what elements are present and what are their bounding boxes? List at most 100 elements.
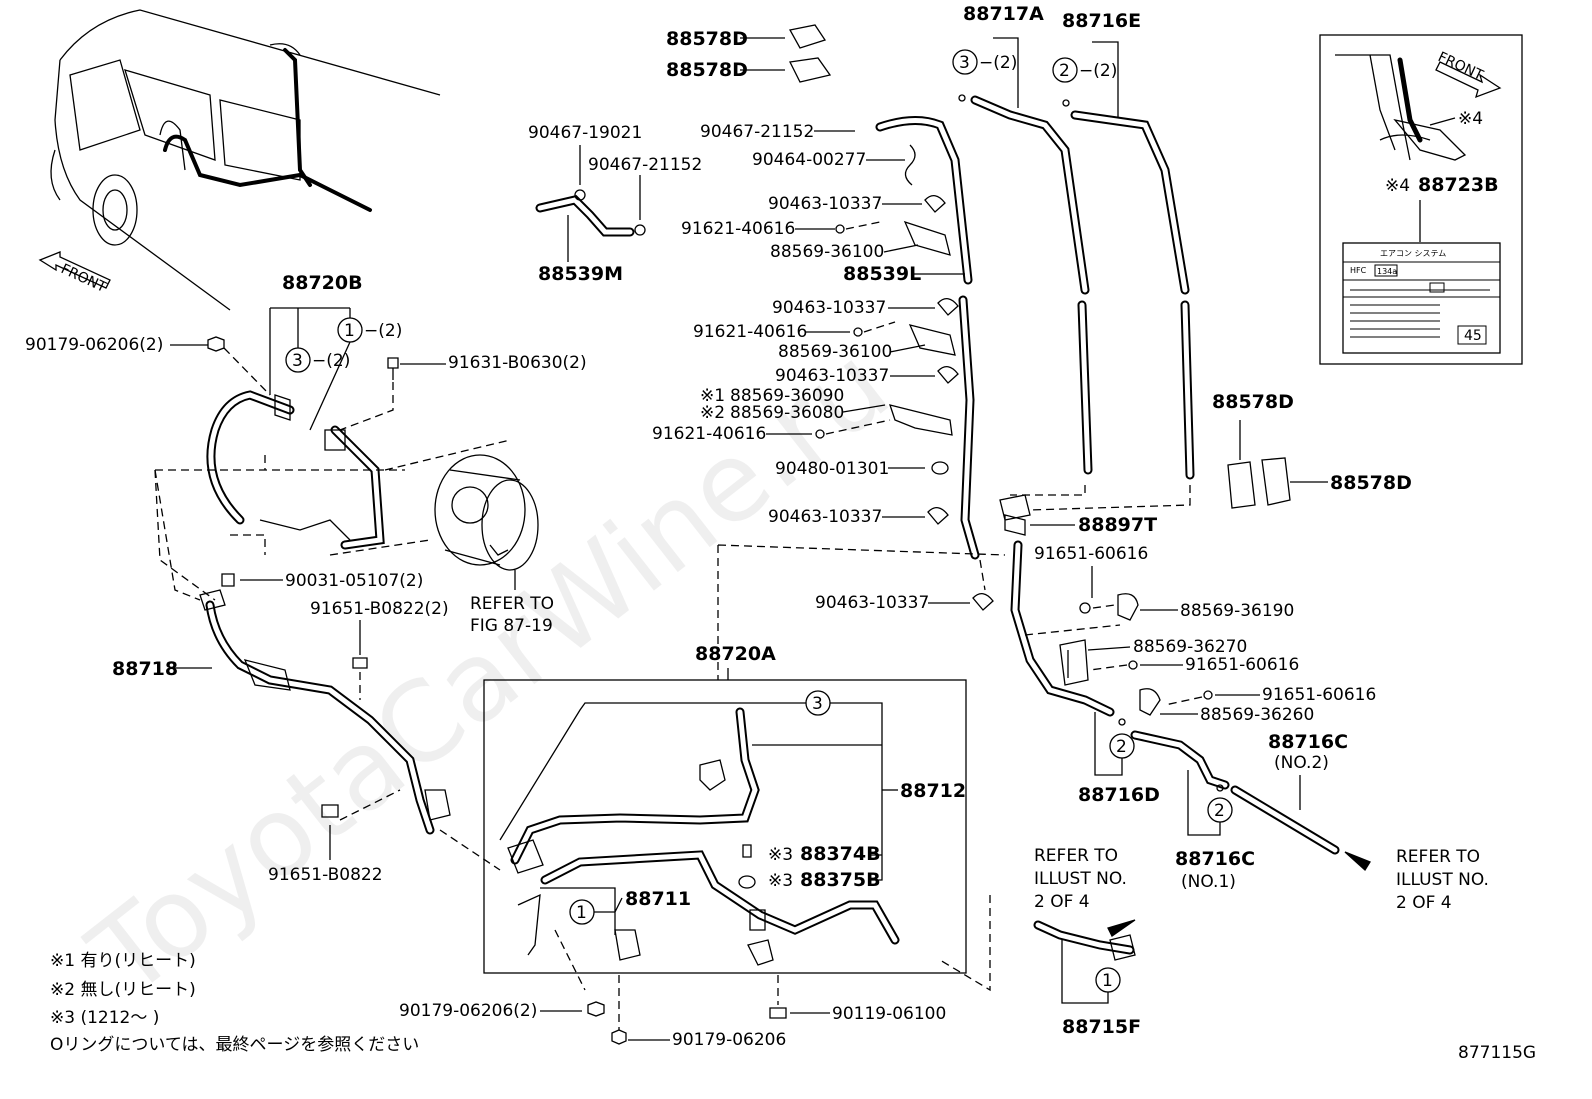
label-88578D-3: 88578D: [1212, 391, 1294, 413]
label-88716C-no1: 88716C: [1175, 848, 1255, 870]
callout-1-88720B: 1 −(2): [337, 317, 402, 343]
svg-text:HFC: HFC: [1350, 266, 1367, 275]
refer-fig-2: FIG 87-19: [470, 616, 553, 636]
label-90179-06206: 90179-06206: [672, 1030, 786, 1050]
label-88720A: 88720A: [695, 643, 776, 665]
label-91651-60616-a: 91651-60616: [1034, 544, 1148, 564]
front-arrow-inset: FRONT: [1435, 49, 1502, 99]
label-88897T: 88897T: [1078, 514, 1157, 536]
callout-1-88715F: 1: [1095, 967, 1121, 993]
label-90467-21152b: 90467-21152: [700, 122, 814, 142]
svg-text:1: 1: [1102, 971, 1113, 991]
label-90031-05107: 90031-05107(2): [285, 571, 423, 591]
svg-text:1: 1: [344, 321, 355, 341]
refer-illust-left-1: REFER TO: [1034, 846, 1118, 866]
svg-text:−(2): −(2): [979, 53, 1017, 73]
hose-88716E: [1070, 110, 1195, 480]
label-88569-36270: 88569-36270: [1133, 637, 1247, 657]
refer-fig-1: REFER TO: [470, 594, 554, 614]
label-91621-40616-c: 91621-40616: [652, 424, 766, 444]
diagram-id: 877115G: [1458, 1043, 1536, 1063]
svg-text:3: 3: [812, 694, 823, 714]
label-90119-06100: 90119-06100: [832, 1004, 946, 1024]
label-no2: (NO.2): [1274, 753, 1329, 773]
label-90463-10337-e: 90463-10337: [815, 593, 929, 613]
refer-illust-left-3: 2 OF 4: [1034, 892, 1090, 912]
label-88718: 88718: [112, 658, 178, 680]
label-88720B: 88720B: [282, 272, 363, 294]
mark-2: ※2: [700, 403, 725, 423]
svg-text:2: 2: [1059, 61, 1070, 81]
label-88717A: 88717A: [963, 3, 1044, 25]
pipe-right: [1010, 540, 1230, 790]
label-90179-06206-2b: 90179-06206(2): [399, 1001, 537, 1021]
inset-illustration: [1335, 54, 1467, 161]
callout-2-88716E: 2 −(2): [1052, 57, 1117, 83]
label-90463-10337-c: 90463-10337: [775, 366, 889, 386]
svg-text:2: 2: [1214, 801, 1225, 821]
hose-88716C-no2: [1230, 785, 1340, 855]
label-90463-10337-a: 90463-10337: [768, 194, 882, 214]
label-91651-60616-c: 91651-60616: [1262, 685, 1376, 705]
label-88723B: 88723B: [1418, 174, 1499, 196]
svg-text:1: 1: [576, 903, 587, 923]
van-illustration: [50, 9, 441, 311]
label-90467-19021: 90467-19021: [528, 123, 642, 143]
label-90467-21152a: 90467-21152: [588, 155, 702, 175]
mark-3a: ※3: [768, 845, 793, 865]
label-88711: 88711: [625, 888, 691, 910]
label-90464-00277: 90464-00277: [752, 150, 866, 170]
label-90480-01301: 90480-01301: [775, 459, 889, 479]
callout-2-88716C: 2: [1207, 797, 1233, 823]
label-88569-36260: 88569-36260: [1200, 705, 1314, 725]
label-90463-10337-d: 90463-10337: [768, 507, 882, 527]
svg-text:3: 3: [959, 53, 970, 73]
hose-88712: [507, 707, 900, 945]
callout-1-88711: 1: [569, 899, 595, 925]
callout-2-88716D: 2: [1109, 733, 1135, 759]
label-88539L: 88539L: [843, 263, 921, 285]
refer-illust-left-2: ILLUST NO.: [1034, 869, 1127, 889]
hose-88720B: [206, 390, 385, 550]
label-91651-60616-b: 91651-60616: [1185, 655, 1299, 675]
mark-4a: ※4: [1458, 109, 1483, 129]
hose-88539M: [535, 189, 646, 237]
label-91621-40616-a: 91621-40616: [681, 219, 795, 239]
label-88716D: 88716D: [1078, 784, 1160, 806]
hose-88539L: [875, 116, 980, 560]
label-88569-36080: 88569-36080: [730, 403, 844, 423]
callout-3-88717A: 3 −(2): [952, 49, 1017, 75]
svg-text:45: 45: [1464, 328, 1482, 344]
label-88569-36100-a: 88569-36100: [770, 242, 884, 262]
ac-label-card: エアコン システム HFC 134a 45: [1342, 242, 1501, 354]
label-88374B: 88374B: [800, 843, 881, 865]
hose-88717A: [970, 95, 1093, 475]
box-88720A: [483, 679, 967, 974]
label-88375B: 88375B: [800, 869, 881, 891]
label-88578D-4: 88578D: [1330, 472, 1412, 494]
label-88715F: 88715F: [1062, 1016, 1141, 1038]
label-no1: (NO.1): [1181, 872, 1236, 892]
svg-text:134a: 134a: [1377, 267, 1397, 276]
label-91621-40616-b: 91621-40616: [693, 322, 807, 342]
note-4: Oリングについては、最終ページを参照ください: [50, 1035, 419, 1055]
label-88569-36190: 88569-36190: [1180, 601, 1294, 621]
label-88578D-2: 88578D: [666, 59, 748, 81]
inset-box: [1319, 34, 1523, 365]
svg-text:FRONT: FRONT: [1435, 49, 1486, 84]
pipe-88715F: [1033, 920, 1136, 961]
svg-text:2: 2: [1116, 737, 1127, 757]
mark-4b: ※4: [1385, 176, 1410, 196]
label-88712: 88712: [900, 780, 966, 802]
pipe-88718: [199, 589, 451, 835]
refer-illust-right-1: REFER TO: [1396, 847, 1480, 867]
label-88716E: 88716E: [1062, 10, 1141, 32]
mark-1: ※1: [700, 386, 725, 406]
svg-text:−(2): −(2): [364, 321, 402, 341]
svg-text:3: 3: [292, 351, 303, 371]
label-91631-B0630: 91631-B0630(2): [448, 353, 587, 373]
label-91651-B0822-2: 91651-B0822(2): [310, 599, 449, 619]
mark-3b: ※3: [768, 871, 793, 891]
note-2: ※2 無し(リヒート): [50, 980, 196, 1000]
svg-text:−(2): −(2): [1079, 61, 1117, 81]
